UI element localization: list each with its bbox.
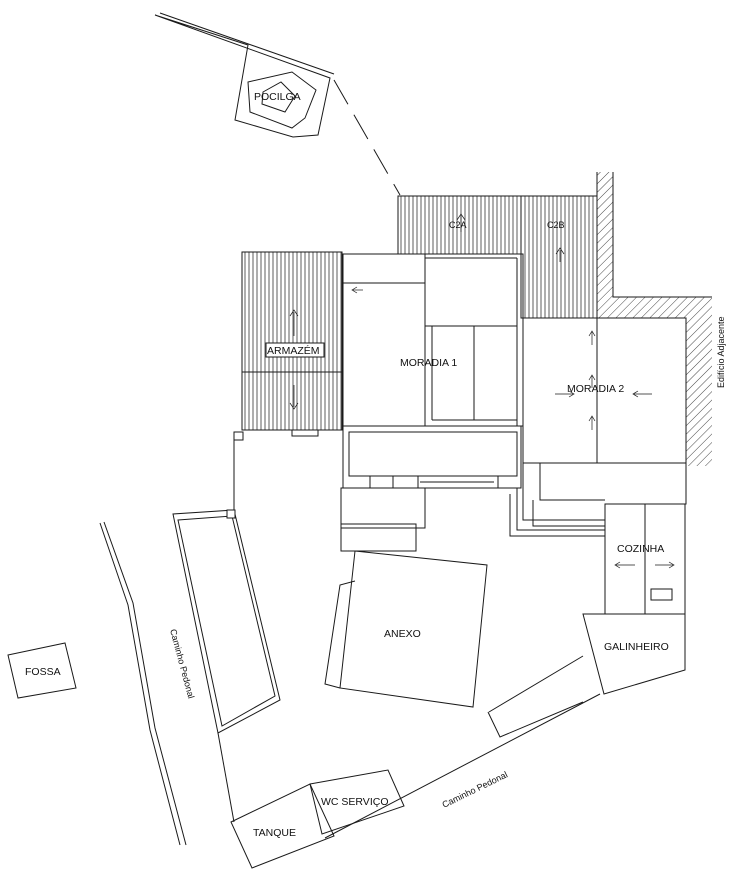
c2a-label: C2A bbox=[449, 220, 467, 230]
wc-servico-building: WC SERVIÇO bbox=[309, 769, 405, 835]
anexo-building: ANEXO bbox=[324, 550, 488, 708]
pocilga-label: POCILGA bbox=[254, 91, 301, 103]
moradia-1-building: MORADIA 1 bbox=[342, 253, 524, 427]
moradia-2-building: MORADIA 2 bbox=[522, 317, 687, 464]
c2b-label: C2B bbox=[547, 220, 565, 230]
edificio-adjacente-label: Edifício Adjacente bbox=[716, 316, 726, 388]
edificio-adjacente: Edifício Adjacente bbox=[596, 172, 726, 466]
tanque-label: TANQUE bbox=[253, 827, 296, 839]
moradia-2-label: MORADIA 2 bbox=[567, 383, 624, 395]
wc-servico-label: WC SERVIÇO bbox=[321, 796, 388, 808]
moradia-1-annex bbox=[340, 425, 522, 552]
caminho-pedonal-2-label: Caminho Pedonal bbox=[440, 769, 509, 809]
caminho-pedonal-1: Caminho Pedonal bbox=[99, 521, 196, 846]
anexo-label: ANEXO bbox=[384, 628, 421, 640]
dashed-boundary bbox=[333, 79, 401, 196]
courtyard-outline bbox=[172, 434, 281, 734]
armazem-building: ARMAZÉM bbox=[233, 251, 343, 441]
c2-block: C2A C2B bbox=[397, 195, 598, 319]
galinheiro-label: GALINHEIRO bbox=[604, 641, 669, 653]
moradia-1-label: MORADIA 1 bbox=[400, 357, 457, 369]
cozinha-building: COZINHA bbox=[604, 503, 686, 615]
galinheiro-building: GALINHEIRO bbox=[582, 613, 686, 695]
fossa-label: FOSSA bbox=[25, 666, 61, 678]
cozinha-label: COZINHA bbox=[617, 543, 664, 555]
caminho-pedonal-2: Caminho Pedonal bbox=[217, 655, 601, 839]
tanque-building: TANQUE bbox=[230, 783, 335, 869]
armazem-label: ARMAZÉM bbox=[267, 344, 320, 357]
pocilga-building: POCILGA bbox=[154, 12, 335, 138]
connection-corridor bbox=[509, 463, 687, 537]
caminho-pedonal-1-label: Caminho Pedonal bbox=[168, 628, 196, 700]
fossa-structure: FOSSA bbox=[7, 642, 77, 699]
